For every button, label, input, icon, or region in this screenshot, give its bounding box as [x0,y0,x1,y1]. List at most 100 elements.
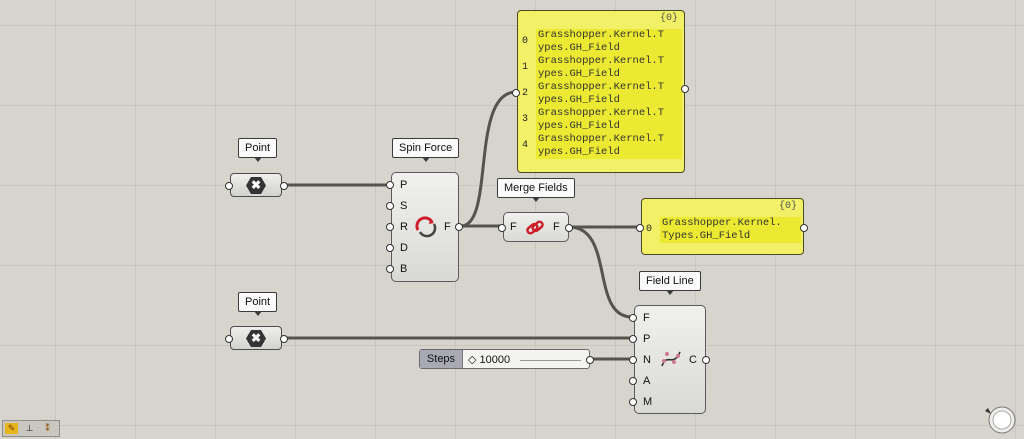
row-line-2: Types.GH_Field [662,230,751,242]
row-line-1: Grasshopper.Kernel.T [538,133,665,145]
panel-right-input-grip[interactable] [636,224,644,232]
spin-force-icon [415,216,437,238]
canvas-navigation-compass-icon[interactable] [982,402,1018,436]
field-line-grip-c[interactable] [702,356,710,364]
spin-force-grip-b[interactable] [386,265,394,273]
point-2-tag: Point [238,292,278,316]
input-s: S [400,200,408,212]
field-line-grip-a[interactable] [629,377,637,385]
panel-top-count: {0} [659,13,678,24]
row-line-1: Grasshopper.Kernel. [662,217,782,229]
spin-force-grip-d[interactable] [386,244,394,252]
row-line-2: ypes.GH_Field [538,146,620,158]
spin-force-grip-r[interactable] [386,223,394,231]
row-index: 0 [522,36,529,47]
field-line-tag: Field Line [639,271,701,295]
point-2-input-grip[interactable] [225,335,233,343]
steps-slider-output-grip[interactable] [586,356,594,364]
input-b: B [400,263,408,275]
point-icon: ✖ [246,177,266,194]
row-index: 2 [522,88,529,99]
field-line-grip-m[interactable] [629,398,637,406]
point-icon-symbol: ✖ [250,178,262,192]
point-icon: ✖ [246,330,266,347]
field-line-grip-p[interactable] [629,335,637,343]
row-line-2: ypes.GH_Field [538,68,620,80]
steps-slider-label: Steps [420,350,463,368]
wire-merge-to-fieldline [568,225,633,319]
input-p: P [400,179,408,191]
output-f: F [444,221,451,233]
input-m: M [643,396,653,408]
field-line-icon [661,351,681,367]
wire-spinforce-to-panel [460,90,517,228]
row-line-1: Grasshopper.Kernel.T [538,55,665,67]
point-2-component[interactable]: ✖ [230,326,282,350]
row-line-2: ypes.GH_Field [538,120,620,132]
input-r: R [400,221,408,233]
spin-force-tag: Spin Force [392,138,460,162]
spin-force-grip-f[interactable] [455,223,463,231]
merge-fields-component[interactable]: F F [503,212,569,242]
input-a: A [643,375,651,387]
merge-fields-input-grip[interactable] [498,224,506,232]
panel-top-input-grip[interactable] [512,89,520,97]
panel-right[interactable]: {0} 0 Grasshopper.Kernel.Types.GH_Field [641,198,804,255]
row-line-1: Grasshopper.Kernel.T [538,81,665,93]
point-icon-symbol: ✖ [250,331,262,345]
input-n: N [643,354,651,366]
sketch-icon[interactable]: ✎ [5,423,18,434]
point-2-output-grip[interactable] [280,335,288,343]
point-1-output-grip[interactable] [280,182,288,190]
widgets-icon[interactable]: ⁑ [45,423,50,433]
row-line-2: ypes.GH_Field [538,94,620,106]
panel-right-count: {0} [778,201,797,212]
steps-slider-value: ◇ 10000 [468,354,511,366]
point-1-component[interactable]: ✖ [230,173,282,197]
row-text: Grasshopper.Kernel.Types.GH_Field [660,217,801,243]
steps-slider-track[interactable] [520,360,581,361]
row-index: 4 [522,140,529,151]
panel-top-output-grip[interactable] [681,85,689,93]
input-f: F [510,221,517,233]
panel-right-output-grip[interactable] [800,224,808,232]
row-index: 1 [522,62,529,73]
row-line-1: Grasshopper.Kernel.T [538,107,665,119]
spin-force-component[interactable]: P S R D B F [391,172,459,282]
output-c: C [689,354,697,366]
merge-fields-output-grip[interactable] [565,224,573,232]
point-1-tag: Point [238,138,278,162]
row-line-1: Grasshopper.Kernel.T [538,29,665,41]
row-index: 0 [646,224,653,235]
point-1-input-grip[interactable] [225,182,233,190]
field-line-grip-n[interactable] [629,356,637,364]
row-index: 3 [522,114,529,125]
bake-icon[interactable]: ⊥ [25,423,34,433]
spin-force-grip-p[interactable] [386,181,394,189]
spin-force-grip-s[interactable] [386,202,394,210]
input-f: F [643,312,650,324]
output-f: F [553,221,560,233]
steps-slider[interactable]: Steps ◇ 10000 [419,349,590,369]
field-line-component[interactable]: F P N A M C [634,305,706,414]
field-line-grip-f[interactable] [629,314,637,322]
canvas-status-toolbar: ✎ ⊥ ⁑ [2,420,60,437]
row-line-2: ypes.GH_Field [538,42,620,54]
merge-fields-icon [526,220,544,235]
merge-fields-tag: Merge Fields [497,178,575,202]
input-d: D [400,242,408,254]
panel-row: 0 Grasshopper.Kernel.Types.GH_Field [642,217,803,243]
input-p: P [643,333,651,345]
